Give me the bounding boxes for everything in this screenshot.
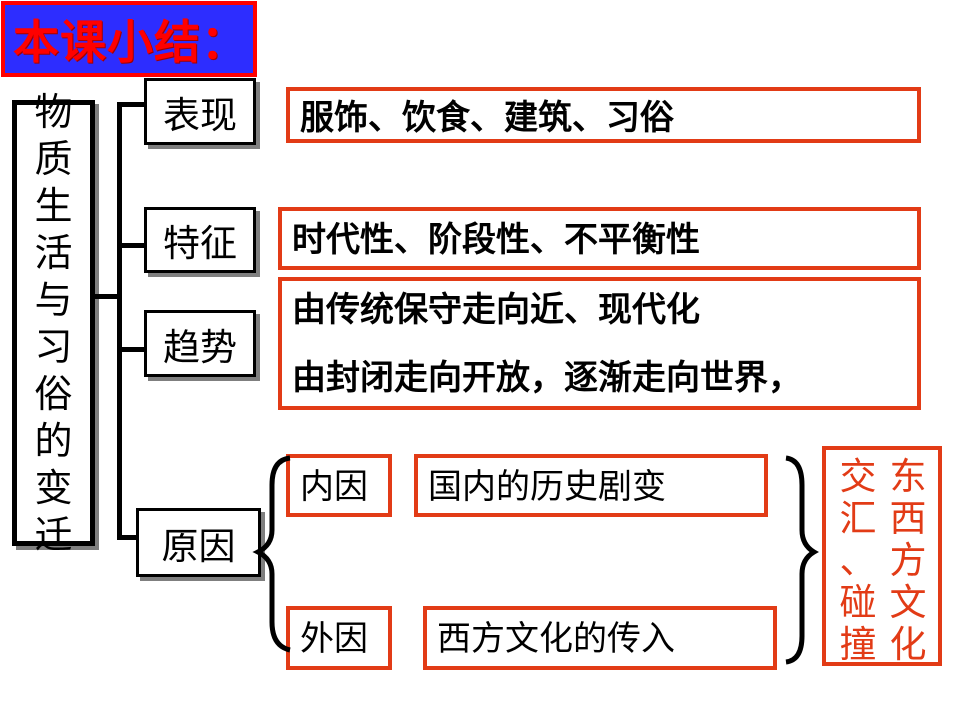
trend-content-line1: 由传统保守走向近、现代化 [292,290,700,330]
external-cause-text-box: 西方文化的传入 [423,606,777,670]
topic-char-7: 的 [34,419,73,463]
conclusion-col1-char-4: 化 [889,623,927,666]
conclusion-box: 交汇、碰撞 东西方文化 [822,446,942,666]
conclusion-col1-char-1: 西 [889,497,927,540]
topic-text: 物质生活与习俗的变迁 [34,89,72,559]
left-brace [252,455,291,653]
connector-vertical-spine [117,102,122,540]
conclusion-col1-char-2: 方 [889,539,927,582]
conclusion-col1-char-0: 东 [889,455,927,498]
conclusion-column-2: 交汇、碰撞 [838,456,878,666]
title-text: 本课小结： [13,15,248,69]
category-cause: 原因 [136,508,261,577]
conclusion-col1-char-3: 文 [889,581,927,624]
trend-content-line2: 由封闭走向开放，逐渐走向世界， [292,358,802,398]
category-trend-label: 趋势 [163,325,237,369]
trend-content-box: 由传统保守走向近、现代化 由封闭走向开放，逐渐走向世界， [278,277,921,410]
conclusion-col2-char-3: 碰 [839,581,877,624]
topic-char-3: 活 [34,231,73,275]
topic-char-2: 生 [34,184,73,228]
manifestation-content: 服饰、饮食、建筑、习俗 [300,98,674,138]
connector-to-cause [117,535,139,540]
topic-char-0: 物 [34,90,73,134]
topic-char-5: 习 [34,325,73,369]
topic-char-9: 迁 [34,513,73,557]
feature-content-box: 时代性、阶段性、不平衡性 [278,207,921,270]
manifestation-content-box: 服饰、饮食、建筑、习俗 [286,87,921,143]
conclusion-col2-char-1: 汇 [839,497,877,540]
internal-cause-text-box: 国内的历史剧变 [414,454,768,517]
internal-cause-text: 国内的历史剧变 [428,467,666,507]
conclusion-col2-char-0: 交 [839,455,877,498]
category-cause-label: 原因 [161,524,236,568]
category-feature-label: 特征 [163,222,237,265]
conclusion-col2-char-2: 、 [839,539,877,582]
category-feature: 特征 [144,207,256,273]
topic-char-8: 变 [34,466,73,510]
conclusion-col2-char-4: 撞 [839,623,877,666]
topic-char-6: 俗 [34,372,73,416]
connector-to-feature [117,243,146,248]
connector-to-manifestation [117,102,146,107]
internal-cause-label: 内因 [300,467,368,507]
lesson-summary-title: 本课小结： [1,1,257,77]
category-manifestation: 表现 [144,78,256,145]
topic-box: 物质生活与习俗的变迁 [12,90,95,557]
conclusion-column-1: 东西方文化 [888,456,928,666]
external-cause-label: 外因 [300,619,368,659]
feature-content: 时代性、阶段性、不平衡性 [292,220,700,260]
connector-main-horizontal [95,294,120,299]
category-manifestation-label: 表现 [163,93,237,137]
external-cause-label-box: 外因 [286,606,392,670]
topic-char-4: 与 [34,278,73,322]
internal-cause-label-box: 内因 [286,454,392,517]
right-brace [785,455,819,665]
category-trend: 趋势 [144,310,256,377]
topic-char-1: 质 [34,137,73,181]
external-cause-text: 西方文化的传入 [437,619,675,659]
connector-to-trend [117,347,146,352]
